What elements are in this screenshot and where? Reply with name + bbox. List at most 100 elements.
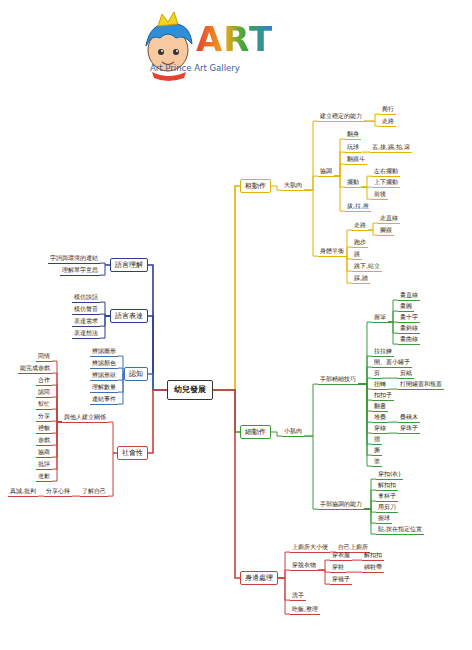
branch-line (271, 432, 282, 436)
topic-leaf: 畫直線 (398, 291, 420, 300)
node-text: 模仿說話 (74, 293, 98, 300)
branch-line (364, 501, 376, 509)
topic-leaf: 走直線 (378, 214, 400, 223)
topic-leaf: 連結事件 (90, 395, 118, 404)
node-text: 前後 (374, 190, 386, 197)
branch-line (100, 316, 110, 338)
topic-leaf: 塗 (372, 457, 382, 466)
node-text: 剪 (374, 369, 380, 376)
branch-line (361, 187, 372, 199)
topic-leaf: 洗手 (290, 591, 306, 600)
node-text: 跳下,站立 (354, 262, 380, 269)
node-text: 解扣扣 (364, 551, 382, 558)
node-text: 翻身 (347, 130, 359, 137)
node-text: 辨認圖形 (92, 347, 116, 354)
topic-leaf: 了解自己 (80, 487, 108, 496)
node-text: 爬行 (382, 105, 394, 112)
node-text: 畫斜線 (400, 324, 418, 331)
topic-leaf: 拔,拉,推 (345, 202, 371, 211)
branch-line (364, 509, 376, 523)
node-text: 協調 (320, 167, 332, 174)
topic-leaf: 剪 (372, 369, 382, 378)
topic-leaf: 理解數量 (90, 383, 118, 392)
topic-leaf: 合作 (36, 376, 52, 385)
branch-line (361, 176, 372, 187)
node-text: 穿珠子 (400, 424, 418, 431)
topic-leaf: 跑步 (352, 238, 368, 247)
topic-leaf: 上下擺動 (372, 178, 400, 187)
node-text: 小肌肉 (284, 427, 302, 434)
branch-line (72, 496, 80, 497)
branch-line (364, 490, 376, 509)
node-text: 與他人建立關係 (64, 413, 106, 420)
branch-line (358, 384, 372, 400)
branch-line (364, 121, 380, 126)
topic-leaf: 穿珠子 (398, 424, 420, 433)
node-text: 穿線 (374, 424, 386, 431)
topic-leaf: 打開罐蓋和瓶蓋 (398, 380, 444, 389)
node-text: 遊戲 (38, 436, 50, 443)
node-text: 語言理解 (115, 261, 143, 269)
node-text: 畫十字 (400, 313, 418, 320)
node-text: 踩,踏 (354, 274, 368, 281)
node-text: 表達需求 (74, 317, 98, 324)
node-text: 幫忙 (38, 400, 50, 407)
node-text: 畫直線 (400, 291, 418, 298)
node-text: 翻跟斗 (347, 155, 365, 162)
branch-line (304, 176, 318, 190)
topic-leaf: 手部協調的能力 (318, 500, 364, 509)
branch-line (358, 367, 372, 384)
node-text: 畫圓 (400, 302, 412, 309)
topic-leaf: 認同 (36, 388, 52, 397)
branch-line (358, 378, 372, 384)
branch-line (304, 121, 318, 190)
node-text: 協商 (38, 448, 50, 455)
node-text: 辨認形狀 (92, 371, 116, 378)
branch-line (52, 397, 62, 422)
node-text: 開、蓋小罐子 (374, 358, 410, 365)
branch-line (304, 384, 318, 436)
branch-line (334, 152, 345, 176)
branch-line (358, 384, 372, 389)
topic-leaf: 跳下,站立 (352, 262, 382, 271)
node-text: 大肌肉 (284, 181, 302, 188)
node-text: 擺動 (347, 178, 359, 185)
topic-leaf: 道歉 (36, 472, 52, 481)
branch-box: 語言表達 (110, 309, 148, 323)
node-text: 畫曲線 (400, 335, 418, 342)
node-text: 丟,接,踢,拍,滾 (372, 143, 410, 150)
topic-leaf: 穿扣(衣) (376, 470, 403, 479)
topic-leaf: 穿衣服 (330, 551, 352, 560)
node-text: 穿鞋 (332, 563, 344, 570)
branch-line (278, 570, 290, 578)
branch-line (388, 300, 398, 322)
node-text: 走路 (382, 117, 394, 124)
topic-leaf: 貼,按在指定位置 (376, 525, 424, 534)
node-text: 用剪刀 (378, 503, 396, 510)
topic-leaf: 表達想法 (72, 329, 100, 338)
node-text: 跳 (354, 250, 360, 257)
branch-line (52, 361, 62, 422)
topic-leaf: 吃飯,整理 (290, 605, 320, 614)
node-text: 細動作 (245, 428, 266, 436)
branch-line (388, 311, 398, 322)
branch-line (358, 384, 372, 422)
node-text: 解扣扣 (378, 481, 396, 488)
node-text: 語言表達 (115, 312, 143, 320)
topic-leaf: 穿襪子 (330, 575, 352, 584)
node-text: 了解自己 (82, 487, 106, 494)
node-text: 字詞與環境的連結 (50, 254, 98, 261)
node-text: 拉拉鍊 (374, 347, 392, 354)
branch-line (108, 422, 117, 453)
topic-leaf: 拉拉鍊 (372, 347, 394, 356)
topic-leaf: 大肌肉 (282, 181, 304, 190)
branch-line (368, 230, 378, 235)
node-text: 穿衣服 (332, 551, 350, 558)
topic-leaf: 解扣扣 (376, 481, 398, 490)
topic-leaf: 畫圓 (398, 302, 414, 311)
node-text: 社會性 (122, 449, 143, 457)
branch-line (271, 186, 282, 190)
branch-line (388, 422, 398, 423)
topic-leaf: 踩,踏 (352, 274, 370, 283)
topic-leaf: 模仿說話 (72, 293, 100, 302)
